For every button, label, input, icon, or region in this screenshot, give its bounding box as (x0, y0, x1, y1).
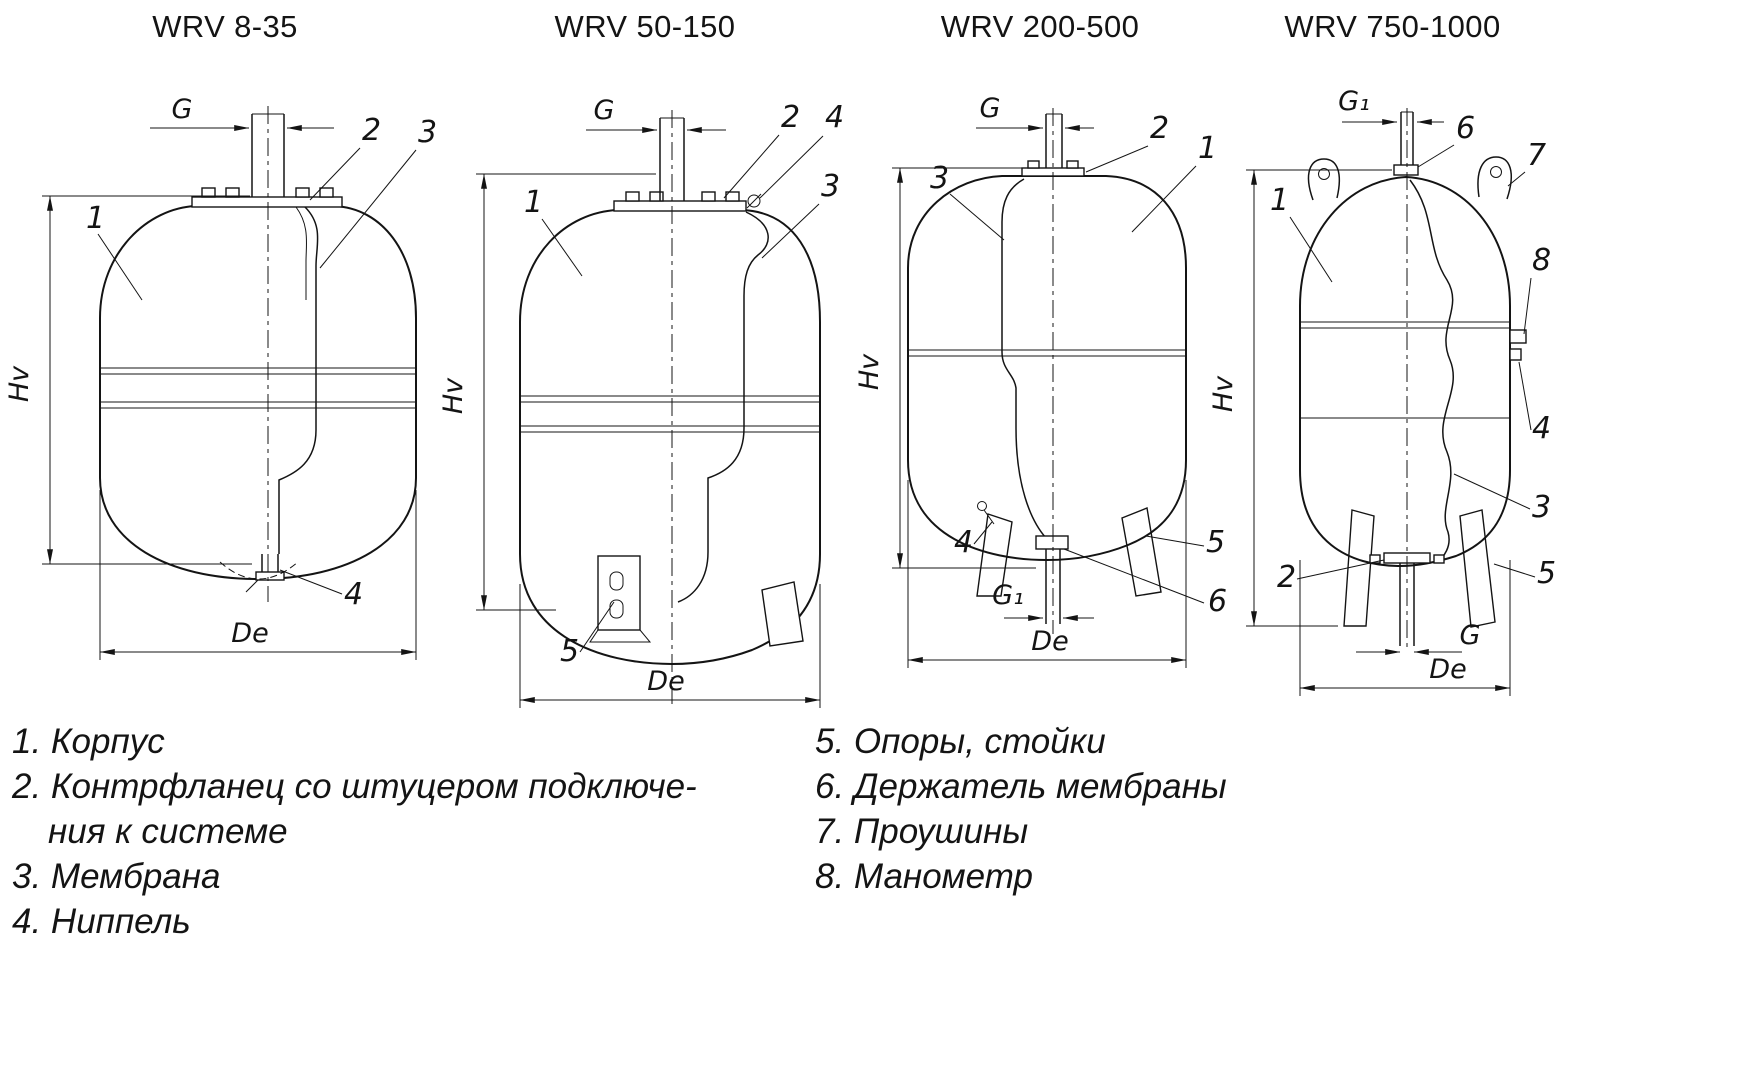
callout-membrane-holder: 6 (1456, 111, 1475, 146)
dim-label-hv: Hv (438, 377, 469, 414)
callout-pressure-gauge: 8 (1532, 243, 1551, 278)
column-title-wrv-50-150: WRV 50-150 (554, 9, 736, 44)
dim-label-de: De (1429, 654, 1466, 685)
callout-membrane: 3 (930, 161, 949, 196)
callout-counterflange: 2 (781, 100, 800, 135)
vessel-body-outline (519, 209, 821, 666)
tank-wrv-8-35-drawing: G Hv De 1 2 3 4 (4, 94, 437, 660)
dim-label-g1: G₁ (1338, 86, 1370, 117)
membrane-line (1001, 178, 1047, 539)
callout-membrane-holder: 6 (1208, 584, 1227, 619)
callout-counterflange: 2 (1150, 111, 1169, 146)
legend-item-8: 8. Манометр (815, 857, 1033, 896)
counterflange-plate (191, 196, 343, 208)
membrane-line (1409, 179, 1455, 563)
callout-support: 5 (1206, 525, 1225, 560)
membrane-holder-fitting (1393, 164, 1419, 176)
nipple-fitting (255, 571, 285, 581)
dim-label-g: G (1460, 620, 1481, 651)
legend-item-5: 5. Опоры, стойки (815, 722, 1106, 761)
support-leg-right (1121, 507, 1162, 597)
dim-label-g1: G₁ (992, 580, 1024, 611)
dim-label-hv: Hv (854, 353, 885, 390)
callout-body: 1 (524, 185, 543, 220)
support-leg-left (1343, 509, 1375, 627)
nipple-fitting (1509, 348, 1522, 361)
dim-label-g: G (594, 95, 615, 126)
callout-nipple: 4 (954, 525, 973, 560)
callout-nipple: 4 (344, 577, 363, 612)
nipple-fitting (747, 194, 761, 208)
tank-wrv-750-1000-drawing: G₁ Hv G De 1 6 7 8 4 3 (1208, 86, 1556, 696)
callout-membrane: 3 (1532, 490, 1551, 525)
column-title-wrv-8-35: WRV 8-35 (152, 9, 298, 44)
callout-membrane: 3 (418, 115, 437, 150)
legend-item-7: 7. Проушины (815, 812, 1029, 851)
callout-counterflange: 2 (1277, 560, 1296, 595)
dim-label-g: G (172, 94, 193, 125)
membrane-line (677, 211, 769, 603)
tank-wrv-50-150-drawing: G Hv De 1 2 4 3 5 (438, 95, 844, 708)
dim-label-g: G (980, 93, 1001, 124)
callout-support: 5 (560, 634, 579, 669)
legend-item-2: 2. Контрфланец со штуцером подключе- (12, 767, 697, 806)
counterflange-plate (613, 200, 747, 212)
callout-nipple: 4 (1532, 411, 1551, 446)
dim-label-hv: Hv (1208, 375, 1239, 412)
vessel-body-outline (907, 175, 1187, 562)
legend-item-1: 1. Корпус (12, 722, 165, 761)
vessel-drawings: G Hv De 1 2 3 4 (4, 86, 1556, 708)
column-title-wrv-750-1000: WRV 750-1000 (1284, 9, 1501, 44)
vessel-body-outline (1299, 175, 1511, 568)
dim-label-de: De (647, 666, 684, 697)
legend-item-3: 3. Мембрана (12, 857, 221, 896)
callout-counterflange: 2 (362, 113, 381, 148)
support-leg (761, 581, 804, 647)
nipple-fitting (977, 501, 987, 511)
column-title-wrv-200-500: WRV 200-500 (940, 9, 1140, 44)
dim-label-hv: Hv (4, 365, 35, 402)
membrane-holder-fitting (1035, 535, 1069, 550)
callout-body: 1 (1198, 131, 1217, 166)
legend-item-2-cont: ния к системе (48, 812, 288, 851)
legend-item-6: 6. Держатель мембраны (815, 767, 1227, 806)
dim-label-de: De (1031, 626, 1068, 657)
support-leg-right (1459, 509, 1496, 628)
callout-support: 5 (1537, 556, 1556, 591)
callout-nipple: 4 (825, 100, 844, 135)
tank-wrv-200-500-drawing: G Hv G₁ De 3 2 1 4 5 6 (854, 93, 1227, 668)
pressure-gauge (1509, 329, 1527, 344)
dim-label-de: De (231, 618, 268, 649)
support-bracket (597, 555, 641, 631)
lifting-lug-left (1307, 158, 1341, 201)
callout-body: 1 (86, 201, 105, 236)
lifting-lug-right (1477, 156, 1512, 200)
callout-membrane: 3 (821, 169, 840, 204)
vessel-body-outline (99, 205, 417, 581)
callout-body: 1 (1270, 183, 1289, 218)
legend-item-4: 4. Ниппель (12, 902, 191, 941)
callout-lifting-lugs: 7 (1527, 138, 1546, 173)
membrane-line (278, 206, 319, 554)
